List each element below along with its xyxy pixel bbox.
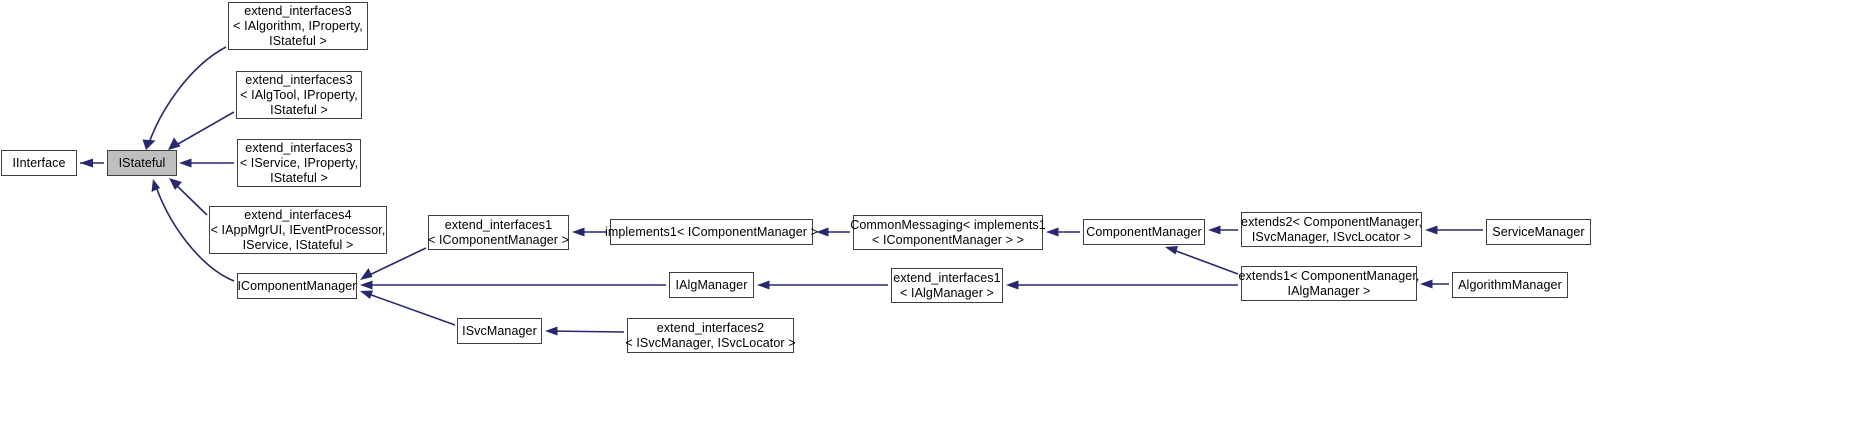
class-node-extend-interfaces3-ialgorithm[interactable]: extend_interfaces3< IAlgorithm, IPropert…	[228, 2, 368, 50]
class-node-servicemanager[interactable]: ServiceManager	[1486, 219, 1591, 245]
class-node-extend-interfaces1-icomponentmanager[interactable]: extend_interfaces1< IComponentManager >	[428, 215, 569, 250]
class-node-label: ServiceManager	[1492, 224, 1585, 239]
class-node-label: < ISvcManager, ISvcLocator >	[625, 335, 796, 350]
class-node-extend-interfaces1-ialgmanager[interactable]: extend_interfaces1< IAlgManager >	[891, 268, 1003, 303]
class-node-label: < IComponentManager >	[427, 232, 570, 247]
class-node-label: ComponentManager	[1086, 224, 1202, 239]
arrowhead-icon	[360, 290, 373, 299]
class-node-isvcmanager[interactable]: ISvcManager	[457, 318, 542, 344]
arrowhead-icon	[572, 227, 585, 237]
class-node-label: extend_interfaces1	[444, 217, 553, 232]
edge-icomponentmanager-to-istateful	[154, 182, 235, 282]
class-node-iinterface[interactable]: IInterface	[1, 150, 77, 176]
class-node-extends1-componentmanager[interactable]: extends1< ComponentManager,IAlgManager >	[1238, 266, 1420, 301]
class-node-label: IStateful >	[270, 170, 328, 185]
class-node-extend-interfaces4-iappmgrui[interactable]: extend_interfaces4< IAppMgrUI, IEventPro…	[209, 206, 387, 254]
arrowhead-icon	[1046, 227, 1059, 237]
class-node-label: IStateful >	[270, 102, 328, 117]
edge-extend1-icm-to-icomponentmanager	[362, 247, 427, 279]
class-node-label: extend_interfaces1	[893, 270, 1001, 285]
class-node-label: IService, IStateful >	[242, 237, 354, 252]
class-node-label: extends2< ComponentManager,	[1241, 214, 1422, 229]
class-node-implements1-icomponentmanager[interactable]: implements1< IComponentManager >	[605, 219, 818, 245]
class-node-extend-interfaces3-iservice[interactable]: extend_interfaces3< IService, IProperty,…	[237, 139, 361, 187]
class-node-istateful[interactable]: IStateful	[107, 150, 177, 176]
edge-extend3-ialgorithm-to-istateful	[147, 46, 227, 147]
class-node-label: extend_interfaces3	[244, 3, 352, 18]
class-node-label: extend_interfaces2	[656, 320, 765, 335]
arrowhead-icon	[151, 179, 160, 192]
class-node-label: implements1< IComponentManager >	[604, 224, 819, 239]
arrowhead-icon	[757, 280, 770, 290]
arrowhead-icon	[80, 158, 93, 168]
class-node-label: < IComponentManager > >	[871, 232, 1025, 247]
class-node-label: extend_interfaces3	[245, 72, 353, 87]
arrowhead-icon	[816, 227, 829, 237]
class-node-extend-interfaces2-isvcmanager[interactable]: extend_interfaces2< ISvcManager, ISvcLoc…	[625, 318, 796, 353]
class-node-label: < IService, IProperty,	[239, 155, 359, 170]
edge-isvcmanager-to-icomponentmanager	[362, 291, 456, 326]
class-node-label: < IAppMgrUI, IEventProcessor,	[210, 222, 386, 237]
class-node-label: IInterface	[12, 155, 66, 170]
class-node-label: CommonMessaging< implements1	[850, 217, 1046, 232]
class-node-label: IStateful >	[269, 33, 327, 48]
class-node-label: IComponentManager	[237, 278, 357, 293]
edge-extends1-to-componentmanager	[1167, 247, 1239, 275]
arrowhead-icon	[1006, 280, 1019, 290]
class-node-algorithmmanager[interactable]: AlgorithmManager	[1452, 272, 1568, 298]
arrowhead-icon	[1208, 225, 1221, 235]
arrowhead-icon	[360, 280, 373, 290]
class-node-extend-interfaces3-ialgtool[interactable]: extend_interfaces3< IAlgTool, IProperty,…	[236, 71, 362, 119]
class-node-label: IAlgManager	[675, 277, 748, 292]
edge-extend2-isvc-to-isvcmanager	[547, 330, 625, 333]
arrowhead-icon	[545, 326, 558, 336]
arrowhead-icon	[168, 137, 181, 150]
class-node-label: IStateful	[118, 155, 166, 170]
arrowhead-icon	[360, 268, 373, 280]
class-node-label: IAlgManager >	[1287, 283, 1371, 298]
class-node-label: extend_interfaces4	[244, 207, 352, 222]
class-node-label: ISvcManager, ISvcLocator >	[1251, 229, 1412, 244]
class-node-commonmessaging-implements1[interactable]: CommonMessaging< implements1< IComponent…	[850, 215, 1046, 250]
class-node-ialgmanager[interactable]: IAlgManager	[669, 272, 754, 298]
class-node-label: AlgorithmManager	[1458, 277, 1562, 292]
class-node-label: < IAlgTool, IProperty,	[240, 87, 358, 102]
arrowhead-icon	[1425, 225, 1438, 235]
class-node-label: < IAlgManager >	[900, 285, 994, 300]
arrowhead-icon	[179, 158, 192, 168]
edge-extend3-ialgtool-to-istateful	[170, 111, 235, 149]
class-node-label: ISvcManager	[462, 323, 537, 338]
arrowhead-icon	[169, 178, 182, 190]
class-node-label: < IAlgorithm, IProperty,	[233, 18, 363, 33]
class-node-label: extends1< ComponentManager,	[1238, 268, 1420, 283]
arrowhead-icon	[1420, 279, 1433, 289]
class-node-extends2-componentmanager[interactable]: extends2< ComponentManager,ISvcManager, …	[1241, 212, 1422, 247]
class-node-label: extend_interfaces3	[245, 140, 353, 155]
class-node-icomponentmanager[interactable]: IComponentManager	[237, 273, 357, 299]
arrowhead-icon	[1165, 246, 1178, 255]
class-node-componentmanager[interactable]: ComponentManager	[1083, 219, 1205, 245]
arrowhead-icon	[142, 139, 156, 150]
